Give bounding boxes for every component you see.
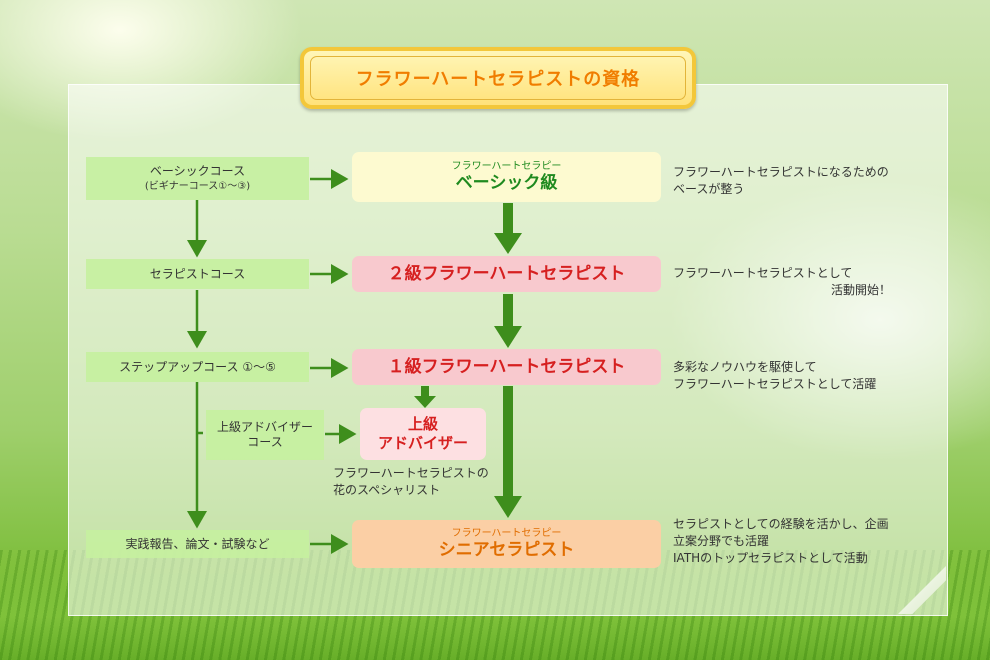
level-grade1: １級フラワーハートセラピスト — [352, 349, 661, 385]
level-grade1-label: １級フラワーハートセラピスト — [387, 356, 626, 377]
title-banner: フラワーハートセラピストの資格 — [300, 47, 696, 109]
course-basic-sub: (ビギナーコース①〜③) — [144, 180, 251, 192]
level-advisor-label-2: アドバイザー — [377, 434, 468, 452]
course-advisor-label-2: コース — [247, 435, 283, 449]
level-senior-small: フラワーハートセラピー — [451, 527, 562, 539]
big-arrow-grade1-to-senior — [494, 386, 522, 518]
desc-basic-line-1: フラワーハートセラピストになるための — [673, 165, 889, 179]
level-advisor-label-1: 上級 — [407, 415, 438, 433]
big-arrow-grade2-to-grade1 — [494, 294, 522, 348]
course-advisor: 上級アドバイザー コース — [206, 410, 324, 460]
course-therapist: セラピストコース — [86, 259, 309, 289]
desc-grade2-line-1: フラワーハートセラピストとして — [673, 266, 853, 280]
level-basic-big: ベーシック級 — [455, 172, 558, 193]
level-senior: フラワーハートセラピー シニアセラピスト — [352, 520, 661, 568]
desc-senior-line-3: IATHのトップセラピストとして活動 — [673, 551, 868, 565]
desc-grade2-line-2: 活動開始！ — [831, 283, 892, 297]
desc-basic: フラワーハートセラピストになるための ベースが整う — [673, 164, 889, 198]
desc-basic-line-2: ベースが整う — [673, 182, 745, 196]
level-basic: フラワーハートセラピー ベーシック級 — [352, 152, 661, 202]
course-stepup-label: ステップアップコース ①〜⑤ — [119, 359, 276, 374]
desc-senior: セラピストとしての経験を活かし、企画 立案分野でも活躍 IATHのトップセラピス… — [673, 516, 889, 567]
desc-grade2: フラワーハートセラピストとして 活動開始！ — [673, 265, 891, 299]
arrow-grade1-to-advisor — [414, 386, 436, 408]
big-arrow-basic-to-grade2 — [494, 203, 522, 254]
advisor-caption-line-2: 花のスペシャリスト — [333, 483, 441, 497]
course-stepup: ステップアップコース ①〜⑤ — [86, 352, 309, 382]
advisor-caption: フラワーハートセラピストの 花のスペシャリスト — [333, 465, 489, 499]
desc-grade1: 多彩なノウハウを駆使して フラワーハートセラピストとして活躍 — [673, 359, 876, 393]
course-basic: ベーシックコース (ビギナーコース①〜③) — [86, 157, 309, 200]
course-basic-label: ベーシックコース — [149, 163, 246, 178]
course-advisor-label-1: 上級アドバイザー — [216, 420, 313, 434]
level-grade2-label: ２級フラワーハートセラピスト — [387, 263, 626, 284]
course-report: 実践報告、論文・試験など — [86, 530, 309, 558]
desc-grade1-line-2: フラワーハートセラピストとして活躍 — [673, 377, 877, 391]
level-senior-big: シニアセラピスト — [438, 539, 575, 560]
advisor-caption-line-1: フラワーハートセラピストの — [333, 466, 489, 480]
course-therapist-label: セラピストコース — [149, 266, 246, 281]
level-advisor: 上級 アドバイザー — [360, 408, 486, 460]
level-grade2: ２級フラワーハートセラピスト — [352, 256, 661, 292]
desc-grade1-line-1: 多彩なノウハウを駆使して — [673, 360, 817, 374]
course-report-label: 実践報告、論文・試験など — [125, 536, 270, 551]
page-title: フラワーハートセラピストの資格 — [310, 56, 686, 100]
level-basic-small: フラワーハートセラピー — [451, 160, 562, 172]
desc-senior-line-2: 立案分野でも活躍 — [673, 534, 770, 548]
desc-senior-line-1: セラピストとしての経験を活かし、企画 — [673, 517, 889, 531]
